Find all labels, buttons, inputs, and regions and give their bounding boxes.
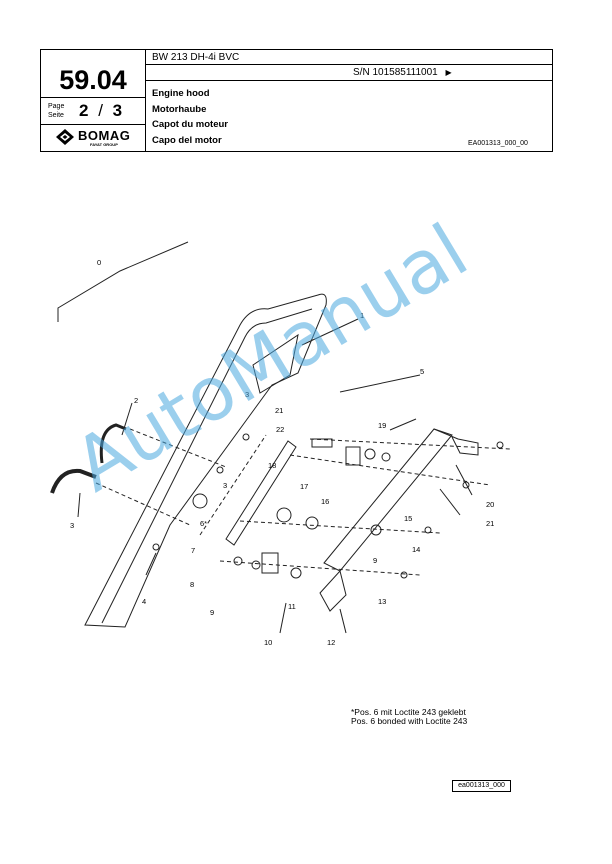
- part-label: 3: [245, 390, 249, 399]
- header-block: BW 213 DH-4i BVC S/N 101585111001 ▶ 59.0…: [40, 49, 553, 152]
- bushing: [192, 493, 208, 509]
- nut: [424, 526, 432, 534]
- bushing: [276, 507, 292, 523]
- part-label: 7: [191, 546, 195, 555]
- serial-number: S/N 101585111001 ▶: [353, 67, 452, 78]
- washer: [290, 567, 302, 579]
- nut: [462, 481, 470, 489]
- bushing: [370, 524, 382, 536]
- part-label: 20: [486, 500, 494, 509]
- part-label: 0: [97, 258, 101, 267]
- header-rule: [146, 64, 552, 65]
- drawing-code: EA001313_000_00: [468, 140, 528, 147]
- part-label: 21: [275, 406, 283, 415]
- handle-3: [50, 468, 97, 494]
- washer: [233, 556, 243, 566]
- part-label: 8: [190, 580, 194, 589]
- header-rule: [146, 80, 552, 81]
- brand-subtitle: FAYAT GROUP: [90, 142, 118, 147]
- title-de: Motorhaube: [152, 103, 207, 115]
- screw: [216, 466, 224, 474]
- handle-2: [99, 423, 127, 464]
- page-indicator: 2 / 3: [79, 101, 123, 120]
- part-label: 19: [378, 421, 386, 430]
- part-label: 13: [378, 597, 386, 606]
- page-label: Page Seite: [48, 103, 65, 119]
- hood-panel-inner: [101, 308, 313, 624]
- part-label: 3: [223, 481, 227, 490]
- title-fr: Capot du moteur: [152, 119, 228, 130]
- header-divider: [145, 50, 146, 151]
- part-label: 15: [404, 514, 412, 523]
- nut: [400, 571, 408, 579]
- hood-panel: [84, 293, 327, 628]
- rail: [225, 440, 297, 546]
- part-label: 12: [327, 638, 335, 647]
- title-it: Capo del motor: [152, 134, 222, 146]
- model-name: BW 213 DH-4i BVC: [152, 52, 240, 63]
- part-label: 5: [420, 367, 424, 376]
- section-number: 59.04: [59, 65, 127, 95]
- nut: [496, 441, 504, 449]
- note-de: *Pos. 6 mit Loctite 243 geklebt: [351, 707, 466, 717]
- bomag-logo-icon: [56, 129, 74, 145]
- reference-code: ea001313_000: [452, 780, 511, 792]
- part-label: 2: [134, 396, 138, 405]
- part-label: 17: [300, 482, 308, 491]
- spacer-block: [345, 446, 361, 466]
- washer: [251, 560, 261, 570]
- axis-line: [199, 434, 267, 536]
- part-label: 6*: [200, 519, 207, 528]
- screw: [152, 543, 160, 551]
- note-en: Pos. 6 bonded with Loctite 243: [351, 716, 468, 726]
- title-en: Engine hood: [152, 88, 210, 99]
- part-label: 9: [210, 608, 214, 617]
- part-label: 22: [276, 425, 284, 434]
- part-label: 16: [321, 497, 329, 506]
- part-label: 18: [268, 461, 276, 470]
- exploded-parts-diagram: 0 1 2 3 3 3 4 5 6* 7 8 9 9 10 11 12 13 1…: [50, 241, 511, 647]
- mount-plate: [319, 569, 347, 612]
- brand-name: BOMAG: [78, 128, 131, 143]
- washer: [364, 448, 376, 460]
- arrow-right-icon: ▶: [445, 68, 452, 77]
- part-label: 14: [412, 545, 420, 554]
- part-label: 10: [264, 638, 272, 647]
- part-label: 1: [360, 311, 364, 320]
- part-0-bracket: [57, 241, 189, 322]
- bolt: [311, 438, 333, 448]
- side-bracket: [323, 428, 453, 572]
- title-list: Engine hood Motorhaube Capot du moteur C…: [152, 86, 228, 148]
- part-labels: 0 1 2 3 3 3 4 5 6* 7 8 9 9 10 11 12 13 1…: [70, 258, 494, 647]
- part-label: 4: [142, 597, 146, 606]
- screw: [242, 433, 250, 441]
- header-rule: [41, 97, 145, 98]
- hood-window: [252, 333, 299, 394]
- washer: [381, 452, 391, 462]
- bracket-end: [433, 428, 479, 456]
- header-rule: [41, 124, 145, 125]
- spacer-block: [261, 552, 279, 574]
- part-label: 21: [486, 519, 494, 528]
- part-label: 3: [70, 521, 74, 530]
- part-label: 9: [373, 556, 377, 565]
- part-label: 11: [288, 602, 296, 611]
- bushing: [305, 516, 319, 530]
